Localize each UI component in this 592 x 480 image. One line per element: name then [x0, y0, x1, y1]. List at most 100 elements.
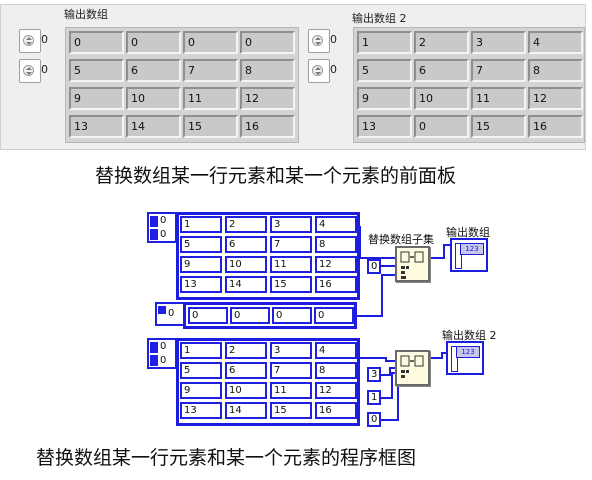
wire-out-1[interactable]	[430, 244, 452, 259]
array-cell[interactable]: 8	[528, 59, 583, 82]
wire-out-2[interactable]	[430, 352, 448, 359]
array-cell[interactable]: 4	[315, 342, 357, 359]
array-cell[interactable]: 11	[270, 256, 312, 273]
array-cell[interactable]: 12	[315, 382, 357, 399]
array-cell[interactable]: 1	[357, 31, 412, 54]
array-cell[interactable]: 0	[414, 115, 469, 138]
bd-const-row[interactable]: 3	[367, 367, 381, 382]
bd-const-top[interactable]: 0	[367, 259, 381, 274]
array-cell[interactable]: 10	[225, 382, 267, 399]
array-cell[interactable]: 12	[240, 87, 295, 110]
array-cell[interactable]: 5	[357, 59, 412, 82]
wire-const-col[interactable]	[381, 372, 395, 399]
array-cell[interactable]: 0	[69, 31, 124, 54]
array-cell[interactable]: 16	[240, 115, 295, 138]
array-cell[interactable]: 1	[180, 216, 222, 233]
array-cell[interactable]: 8	[315, 236, 357, 253]
array1-col-index-value[interactable]: 0	[41, 63, 48, 76]
array-cell[interactable]: 0	[314, 307, 354, 324]
array-cell[interactable]: 3	[270, 342, 312, 359]
array2-row-index[interactable]	[308, 29, 330, 53]
array-cell[interactable]: 9	[357, 87, 412, 110]
array-cell[interactable]: 0	[183, 31, 238, 54]
array-cell[interactable]: 2	[225, 216, 267, 233]
array-cell[interactable]: 1	[180, 342, 222, 359]
array1-row-index-value[interactable]: 0	[41, 33, 48, 46]
array-cell[interactable]: 6	[414, 59, 469, 82]
array2-row-index-value[interactable]: 0	[330, 33, 337, 46]
array-cell[interactable]: 13	[180, 402, 222, 419]
replace-array-subset-node-2[interactable]	[395, 350, 430, 386]
array-cell[interactable]: 0	[188, 307, 228, 324]
array-cell[interactable]: 2	[414, 31, 469, 54]
array-cell[interactable]: 15	[270, 276, 312, 293]
array-cell[interactable]: 15	[471, 115, 526, 138]
array-cell[interactable]: 5	[180, 236, 222, 253]
array-cell[interactable]: 6	[225, 362, 267, 379]
array-cell[interactable]: 5	[69, 59, 124, 82]
array2-col-index[interactable]	[308, 59, 330, 83]
wire-top-array[interactable]	[359, 226, 395, 259]
array-cell[interactable]: 11	[471, 87, 526, 110]
bd-const-col[interactable]: 1	[367, 390, 381, 405]
array-cell[interactable]: 7	[471, 59, 526, 82]
array-cell[interactable]: 8	[315, 362, 357, 379]
array-cell[interactable]: 9	[180, 382, 222, 399]
output-array-indicator-2[interactable]: 123	[446, 341, 484, 375]
array1-row-index[interactable]	[19, 29, 41, 53]
array-cell[interactable]: 14	[225, 402, 267, 419]
array-cell[interactable]: 11	[270, 382, 312, 399]
wire-const-row[interactable]	[381, 367, 395, 376]
array-cell[interactable]: 13	[357, 115, 412, 138]
wire-const-val[interactable]	[381, 380, 399, 421]
array-cell[interactable]: 8	[240, 59, 295, 82]
replace-array-subset-node-1[interactable]	[395, 246, 430, 282]
array-cell[interactable]: 5	[180, 362, 222, 379]
array1-col-index[interactable]	[19, 59, 41, 83]
wire-bottom-array[interactable]	[356, 357, 395, 362]
increment-decrement-icon[interactable]	[23, 65, 34, 76]
array-cell[interactable]: 6	[126, 59, 181, 82]
array-cell[interactable]: 10	[414, 87, 469, 110]
array-cell[interactable]: 12	[528, 87, 583, 110]
bd-row-array-index[interactable]: 0	[155, 302, 185, 326]
array-cell[interactable]: 14	[225, 276, 267, 293]
array-cell[interactable]: 11	[183, 87, 238, 110]
array-cell[interactable]: 3	[270, 216, 312, 233]
array-cell[interactable]: 0	[272, 307, 312, 324]
array-cell[interactable]: 4	[315, 216, 357, 233]
array-cell[interactable]: 13	[180, 276, 222, 293]
array-cell[interactable]: 15	[270, 402, 312, 419]
bd-const-val[interactable]: 0	[367, 412, 381, 427]
array-cell[interactable]: 7	[183, 59, 238, 82]
array-cell[interactable]: 2	[225, 342, 267, 359]
increment-decrement-icon[interactable]	[312, 65, 323, 76]
array-cell[interactable]: 16	[315, 402, 357, 419]
wire-row-array[interactable]	[356, 274, 395, 317]
array-cell[interactable]: 7	[270, 236, 312, 253]
increment-decrement-icon[interactable]	[312, 35, 323, 46]
array-cell[interactable]: 0	[230, 307, 270, 324]
array-cell[interactable]: 15	[183, 115, 238, 138]
array-cell[interactable]: 6	[225, 236, 267, 253]
output-array-indicator-1[interactable]: 123	[450, 238, 488, 272]
array2-col-index-value[interactable]: 0	[330, 63, 337, 76]
array-cell[interactable]: 3	[471, 31, 526, 54]
array-cell[interactable]: 0	[240, 31, 295, 54]
array-cell[interactable]: 9	[69, 87, 124, 110]
array-cell[interactable]: 7	[270, 362, 312, 379]
array-cell[interactable]: 9	[180, 256, 222, 273]
increment-decrement-icon[interactable]	[23, 35, 34, 46]
array-cell[interactable]: 4	[528, 31, 583, 54]
array-cell[interactable]: 16	[315, 276, 357, 293]
array-cell[interactable]: 0	[126, 31, 181, 54]
array-cell[interactable]: 10	[225, 256, 267, 273]
array-cell[interactable]: 12	[315, 256, 357, 273]
array-cell[interactable]: 14	[126, 115, 181, 138]
bd-top-array-index[interactable]: 0 0	[147, 212, 177, 243]
array-cell[interactable]: 13	[69, 115, 124, 138]
array-cell[interactable]: 16	[528, 115, 583, 138]
